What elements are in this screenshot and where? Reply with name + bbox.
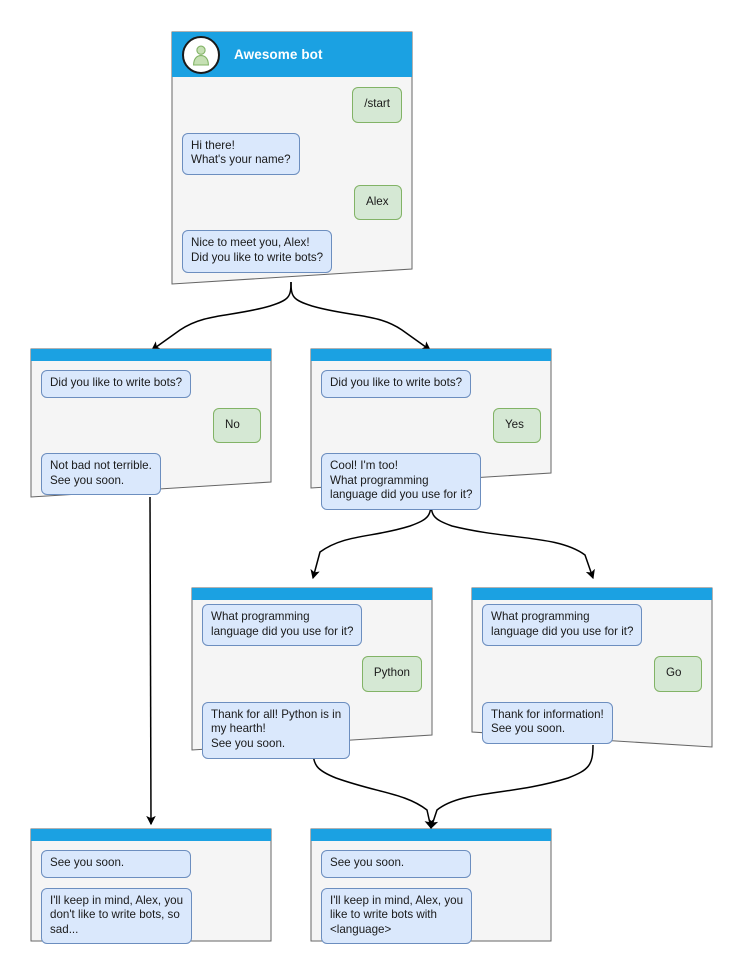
user-bubble[interactable]: /start [352,87,402,123]
bot-bubble[interactable]: I'll keep in mind, Alex, you don't like … [41,887,193,945]
node-answer-no[interactable]: Did you like to write bots? No Not bad n… [30,348,272,498]
node-lang-go[interactable]: What programming language did you use fo… [471,587,713,748]
bot-bubble[interactable]: See you soon. [41,850,191,878]
node-farewell-sad[interactable]: See you soon. I'll keep in mind, Alex, y… [30,828,272,945]
edge-start-to-no [151,281,292,351]
user-bubble[interactable]: No [213,407,261,444]
bot-avatar-icon [182,35,220,74]
message-row: What programming language did you use fo… [482,604,702,647]
message-row: I'll keep in mind, Alex, you like to wri… [321,887,541,945]
message-row: Python [202,656,422,692]
bot-bubble[interactable]: Thank for all! Python is in my hearth! S… [202,701,351,759]
chat-header-bar [472,588,712,600]
person-icon [193,45,209,66]
message-row: Alex [182,184,402,221]
bot-bubble[interactable]: Hi there! What's your name? [182,132,300,175]
bot-bubble[interactable]: See you soon. [321,850,471,878]
message-row: Thank for all! Python is in my hearth! S… [202,701,422,759]
chat-body-lang-python: What programming language did you use fo… [192,600,432,769]
bot-bubble[interactable]: Cool! I'm too! What programming language… [321,453,482,510]
chat-header-start: Awesome bot [172,32,412,77]
message-row: Yes [321,407,541,444]
chat-body-lang-go: What programming language did you use fo… [472,600,712,754]
bot-bubble[interactable]: I'll keep in mind, Alex, you like to wri… [321,887,473,945]
bot-bubble[interactable]: What programming language did you use fo… [202,604,363,647]
bot-bubble[interactable]: Did you like to write bots? [321,370,472,398]
user-bubble[interactable]: Python [361,656,422,692]
edge-go-to-farewell-happy [429,744,594,830]
message-row: Hi there! What's your name? [182,132,402,175]
message-row: Did you like to write bots? [321,370,541,398]
bot-bubble[interactable]: Did you like to write bots? [41,370,192,398]
user-bubble[interactable]: Go [654,656,702,692]
message-row: Nice to meet you, Alex! Did you like to … [182,230,402,273]
bot-bubble[interactable]: Thank for information! See you soon. [482,701,613,744]
chat-body-answer-no: Did you like to write bots? No Not bad n… [31,361,271,505]
node-answer-yes[interactable]: Did you like to write bots? Yes Cool! I'… [310,348,552,510]
chat-body-answer-yes: Did you like to write bots? Yes Cool! I'… [311,361,551,520]
chat-header-bar [192,588,432,600]
bot-title: Awesome bot [234,47,323,62]
message-row: Thank for information! See you soon. [482,701,702,744]
message-row: What programming language did you use fo… [202,604,422,647]
message-row: See you soon. [41,850,261,878]
message-row: Cool! I'm too! What programming language… [321,453,541,510]
bot-bubble[interactable]: Nice to meet you, Alex! Did you like to … [182,230,333,273]
message-row: Go [482,656,702,692]
chat-header-bar [311,349,551,361]
edge-start-to-yes [290,281,431,351]
message-row: See you soon. [321,850,541,878]
user-bubble[interactable]: Yes [493,407,541,444]
chat-body-farewell-sad: See you soon. I'll keep in mind, Alex, y… [31,841,271,954]
message-row: I'll keep in mind, Alex, you don't like … [41,887,261,945]
node-start[interactable]: Awesome bot /start Hi there! What's your… [171,31,413,285]
node-lang-python[interactable]: What programming language did you use fo… [191,587,433,759]
message-row: No [41,407,261,444]
edge-no-to-farewell-sad [146,496,156,826]
bot-bubble[interactable]: Not bad not terrible. See you soon. [41,453,161,496]
message-row: /start [182,87,402,123]
chat-header-bar [31,349,271,361]
node-farewell-happy[interactable]: See you soon. I'll keep in mind, Alex, y… [310,828,552,945]
message-row: Did you like to write bots? [41,370,261,398]
chat-body-start: /start Hi there! What's your name? Alex … [172,77,412,283]
bot-bubble[interactable]: What programming language did you use fo… [482,604,643,647]
chat-header-bar [31,829,271,841]
user-bubble[interactable]: Alex [354,184,402,221]
chat-header-bar [311,829,551,841]
chat-body-farewell-happy: See you soon. I'll keep in mind, Alex, y… [311,841,551,954]
message-row: Not bad not terrible. See you soon. [41,453,261,496]
